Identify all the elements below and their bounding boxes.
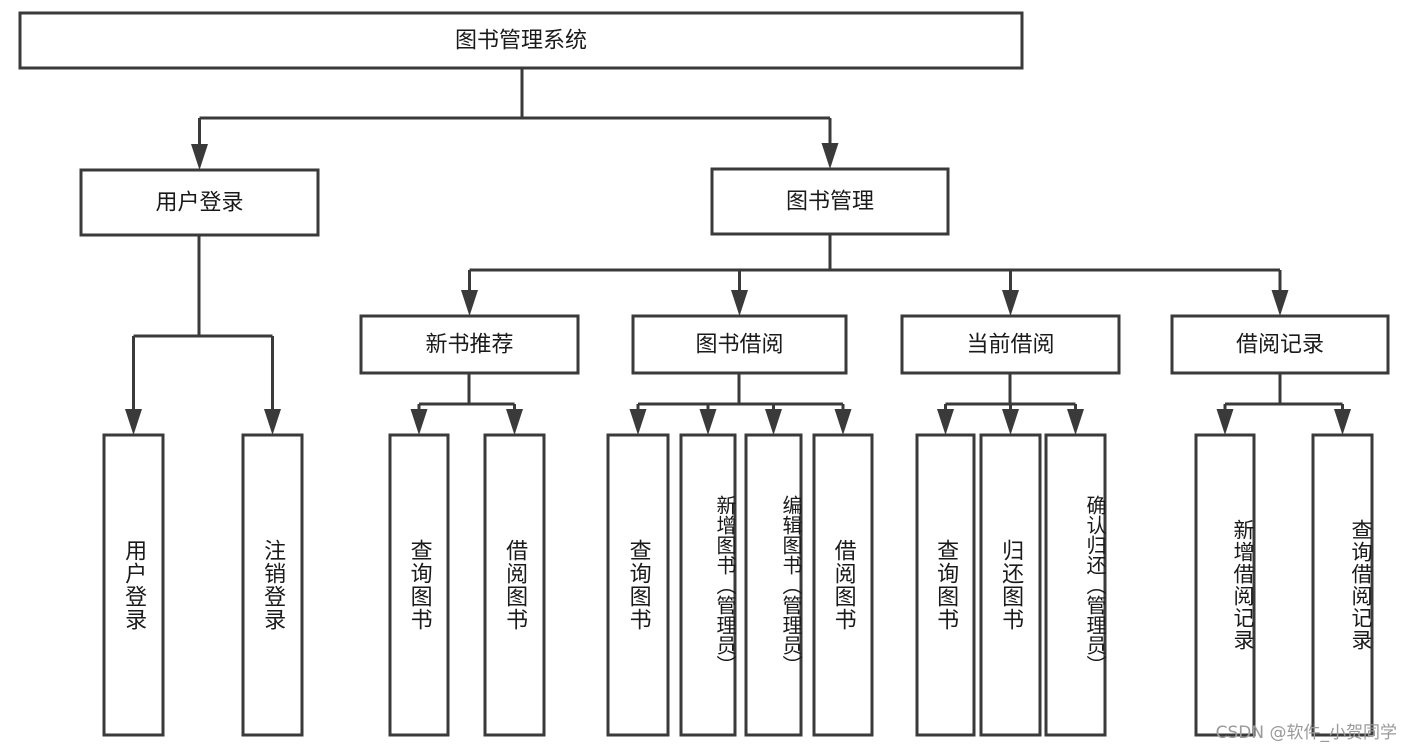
node-l3-borrow[interactable]: 图书借阅 [631, 314, 848, 375]
node-leaf-cb-return[interactable] [979, 433, 1042, 737]
node-box [900, 314, 1121, 375]
node-l3-newbook[interactable]: 新书推荐 [359, 314, 580, 375]
node-label: 新书推荐 [425, 333, 513, 358]
node-box [1170, 314, 1390, 375]
node-leaf-bb-edit[interactable] [744, 433, 803, 737]
node-label: 图书管理系统 [455, 29, 587, 54]
node-l3-current[interactable]: 当前借阅 [900, 314, 1121, 375]
node-leaf-login[interactable] [102, 433, 165, 737]
node-box [606, 433, 670, 737]
edge-group-l3_borrow [629, 373, 852, 435]
node-l2-book[interactable]: 图书管理 [710, 167, 950, 236]
node-box [1194, 433, 1256, 737]
node-leaf-cb-confirm[interactable] [1044, 433, 1107, 737]
node-leaf-cb-query[interactable] [915, 433, 976, 737]
node-leaf-logout[interactable] [241, 433, 304, 737]
node-box [18, 11, 1024, 70]
node-box [915, 433, 976, 737]
edge-group-l3_newbook [410, 373, 523, 435]
node-box [979, 433, 1042, 737]
edge-group-l3_record [1216, 373, 1351, 435]
node-leaf-bb-add[interactable] [679, 433, 737, 737]
node-leaf-bb-query[interactable] [606, 433, 670, 737]
node-root[interactable]: 图书管理系统 [18, 11, 1024, 70]
node-box [710, 167, 950, 236]
node-l3-record[interactable]: 借阅记录 [1170, 314, 1390, 375]
node-l2-user[interactable]: 用户登录 [79, 168, 320, 237]
edge-group-l2_book [461, 234, 1289, 316]
node-box [631, 314, 848, 375]
node-label: 用户登录 [155, 191, 243, 216]
node-label: 图书管理 [786, 190, 874, 215]
node-leaf-bb-borrow[interactable] [812, 433, 874, 737]
edge-group-l2_user [125, 235, 281, 435]
node-box [679, 433, 737, 737]
node-box [359, 314, 580, 375]
node-leaf-nb-query[interactable] [388, 433, 450, 737]
node-box [1044, 433, 1107, 737]
node-leaf-rec-query[interactable] [1311, 433, 1374, 737]
node-box [241, 433, 304, 737]
node-box [812, 433, 874, 737]
node-box [1311, 433, 1374, 737]
node-label: 借阅记录 [1236, 333, 1324, 358]
edge-group-root [191, 68, 839, 170]
edge-group-l3_current [937, 373, 1084, 435]
node-box [388, 433, 450, 737]
node-box [483, 433, 546, 737]
node-box [79, 168, 320, 237]
node-box [102, 433, 165, 737]
node-label: 图书借阅 [695, 333, 783, 358]
node-box [744, 433, 803, 737]
watermark: CSDN @软件_小贺同学 [1215, 723, 1397, 743]
node-leaf-rec-add[interactable] [1194, 433, 1256, 737]
node-leaf-nb-borrow[interactable] [483, 433, 546, 737]
node-label: 当前借阅 [966, 333, 1054, 358]
